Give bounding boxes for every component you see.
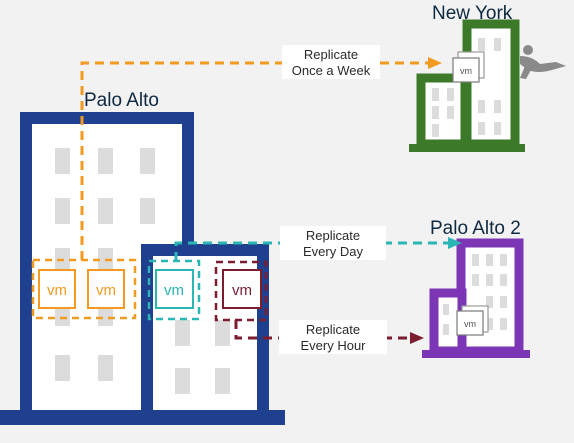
new-york-vm-tile [452,57,480,83]
vm-label-2: vm [96,282,116,299]
daily-label-line-2: Every Day [303,244,363,259]
hourly-arrowhead-icon [410,332,424,344]
weekly-label-line-1: Replicate [304,47,358,62]
climber-figure-icon [520,45,566,79]
hourly-label-line-2: Every Hour [300,338,366,353]
daily-label-box [280,226,386,260]
weekly-label-line-2: Once a Week [292,63,371,78]
vm-group-weekly: vm vm [31,258,137,320]
daily-label-line-1: Replicate [306,228,360,243]
vm-group-weekly-outline [31,258,137,320]
vm-group-hourly: vm [214,260,268,322]
weekly-label-box [282,45,380,79]
new-york-windows [432,38,501,137]
palo-alto-2-base [422,350,530,358]
weekly-arrowhead-icon [428,57,442,69]
vm-group-daily-outline [147,259,201,321]
daily-arrowhead-icon [448,237,462,249]
new-york-building: vm [409,19,566,152]
vm-label-1: vm [47,282,67,299]
vm-group-daily: vm [147,259,201,321]
palo-alto-2-windows [443,254,507,335]
palo-alto-base [0,410,285,425]
hourly-label: Replicate Every Hour [279,320,387,354]
new-york-base [409,144,525,152]
vm-box-2 [87,269,125,309]
vm-group-hourly-outline [214,260,268,322]
hourly-label-line-1: Replicate [306,322,360,337]
vm-box-3 [155,269,194,309]
new-york-vm-label: vm [460,66,472,76]
site-label-palo-alto-2: Palo Alto 2 [430,218,521,239]
vm-label-4: vm [232,282,252,299]
palo-alto-2-building: vm [422,238,530,358]
new-york-tower-short [416,73,470,149]
site-label-new-york: New York [432,3,513,24]
vm-label-3: vm [164,282,184,299]
weekly-label: Replicate Once a Week [282,45,380,79]
palo-alto-2-vm-label: vm [464,319,476,329]
new-york-tower-tall [462,19,520,149]
palo-alto-2-vm-tile [456,310,484,336]
daily-label: Replicate Every Day [280,226,386,260]
vm-box-1 [38,269,76,309]
site-label-palo-alto: Palo Alto [84,90,159,111]
vm-box-4 [222,269,262,309]
hourly-label-box [279,320,387,354]
